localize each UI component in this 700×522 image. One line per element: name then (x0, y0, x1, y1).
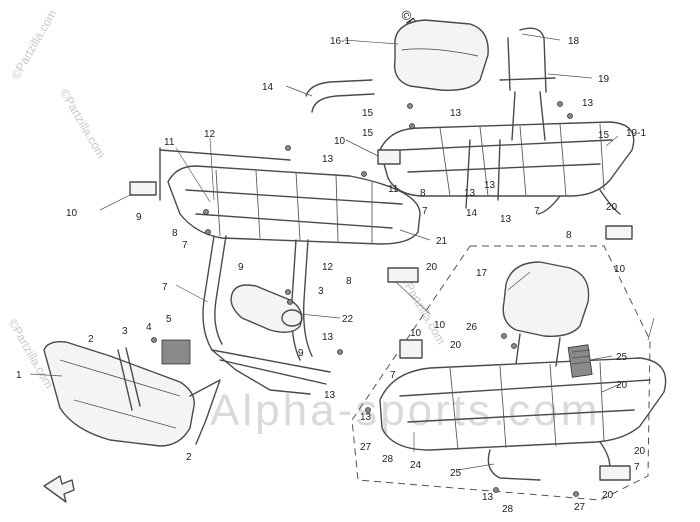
callout-3-b: 3 (122, 326, 128, 337)
callout-8-c: 8 (566, 230, 572, 241)
backrest-pad-alt (502, 261, 590, 367)
floor-panel (43, 340, 195, 447)
leader-lines (29, 33, 655, 471)
callout-8-a: 8 (420, 188, 426, 199)
callout-19: 19-1 (626, 128, 646, 139)
reflector-23 (567, 344, 593, 378)
callout-27-b: 27 (574, 502, 586, 513)
callout-4: 4 (146, 322, 152, 333)
callout-7-c: 7 (534, 206, 540, 217)
bracket-10 (399, 339, 423, 359)
callout-3-a: 3 (318, 286, 324, 297)
callout-5: 5 (166, 314, 172, 325)
callout-15-a: 15 (362, 108, 374, 119)
callout-28-a: 28 (382, 454, 394, 465)
callout-20-a: 20 (606, 202, 618, 213)
callout-7-d: 7 (390, 370, 396, 381)
callout-13-a: 13 (450, 108, 462, 119)
callout-15-b: 15 (362, 128, 374, 139)
reflector-mid (387, 267, 419, 283)
callout-13-j: 13 (482, 492, 494, 503)
watermark-left: ©Partzilla.com (57, 87, 108, 161)
watermark-center: ©Partzilla.com (397, 273, 448, 347)
callout-1: 1 (16, 370, 22, 381)
callout-24: 24 (410, 460, 422, 471)
callout-20-b: 20 (426, 262, 438, 273)
rear-rack-upper (379, 121, 635, 215)
callout-13-f: 13 (500, 214, 512, 225)
callout-20-e: 20 (602, 490, 614, 501)
callout-13-i: 13 (360, 412, 372, 423)
callout-17: 18 (568, 36, 580, 47)
callout-20-d: 20 (634, 446, 646, 457)
callout-7-a: 7 (182, 240, 188, 251)
callout-11-b: 11 (388, 184, 399, 195)
callout-16-1: 17 (476, 268, 488, 279)
bracket-10-top (377, 149, 401, 165)
callout-18: 19 (598, 74, 610, 85)
grab-bar-upper (305, 79, 375, 113)
callout-21: 21 (436, 236, 448, 247)
callout-27-a: 27 (360, 442, 372, 453)
callout-8-d: 8 (346, 276, 352, 287)
callout-13-d: 13 (464, 188, 476, 199)
callout-10-b: 10 (66, 208, 78, 219)
callout-16: 16-1 (330, 36, 350, 47)
callout-labels: 16-1 18 19 14 15 13 13 15 15 19-1 10 11 … (16, 36, 646, 515)
callout-13-c: 13 (322, 154, 334, 165)
fasteners (151, 101, 579, 497)
callout-7-b: 7 (422, 206, 428, 217)
callout-13-b: 13 (582, 98, 594, 109)
reflector-right (605, 225, 633, 240)
callout-12-a: 12 (204, 129, 216, 140)
mount-bracket (161, 339, 191, 365)
callout-2-b: 2 (186, 452, 192, 463)
callout-13-h: 13 (324, 390, 336, 401)
callout-15-c: 15 (598, 130, 610, 141)
reflector-left (129, 181, 157, 196)
callout-23: 25 (616, 352, 628, 363)
callout-26: 26 (466, 322, 478, 333)
callout-14-mid: 14 (466, 208, 478, 219)
callout-10-d: 10 (434, 320, 446, 331)
callout-10-e: 10 (410, 328, 422, 339)
callout-2-a: 2 (88, 334, 94, 345)
callout-25: 25 (450, 468, 462, 479)
callout-19-1: 20 (616, 380, 628, 391)
callout-10-a: 10 (334, 136, 346, 147)
callout-8-b: 8 (172, 228, 178, 239)
assembly-group-outline (351, 245, 651, 501)
callout-9-a: 9 (136, 212, 142, 223)
lower-brace (189, 379, 221, 445)
callout-22: 22 (342, 314, 354, 325)
callout-20-c: 20 (450, 340, 462, 351)
callout-14-top: 14 (262, 82, 274, 93)
callout-12-b: 12 (322, 262, 334, 273)
callout-10-c: 10 (614, 264, 626, 275)
backrest-pad (393, 19, 489, 91)
backrest-bracket (499, 27, 556, 141)
callout-11-a: 11 (164, 137, 175, 148)
callout-9-c: 9 (298, 348, 304, 359)
callout-13-g: 13 (322, 332, 334, 343)
fuel-cylinder (230, 284, 303, 333)
callout-6: 7 (162, 282, 168, 293)
reflector-bottom (599, 465, 631, 481)
watermark-corner: ©Partzilla.com (8, 7, 59, 81)
callout-7-e: 7 (634, 462, 640, 473)
callout-9-b: 9 (238, 262, 244, 273)
front-direction-arrow-icon (43, 475, 75, 503)
callout-13-e: 13 (484, 180, 496, 191)
watermark-banner: Alpha-sports.com (210, 386, 600, 435)
callout-28-b: 28 (502, 504, 514, 515)
